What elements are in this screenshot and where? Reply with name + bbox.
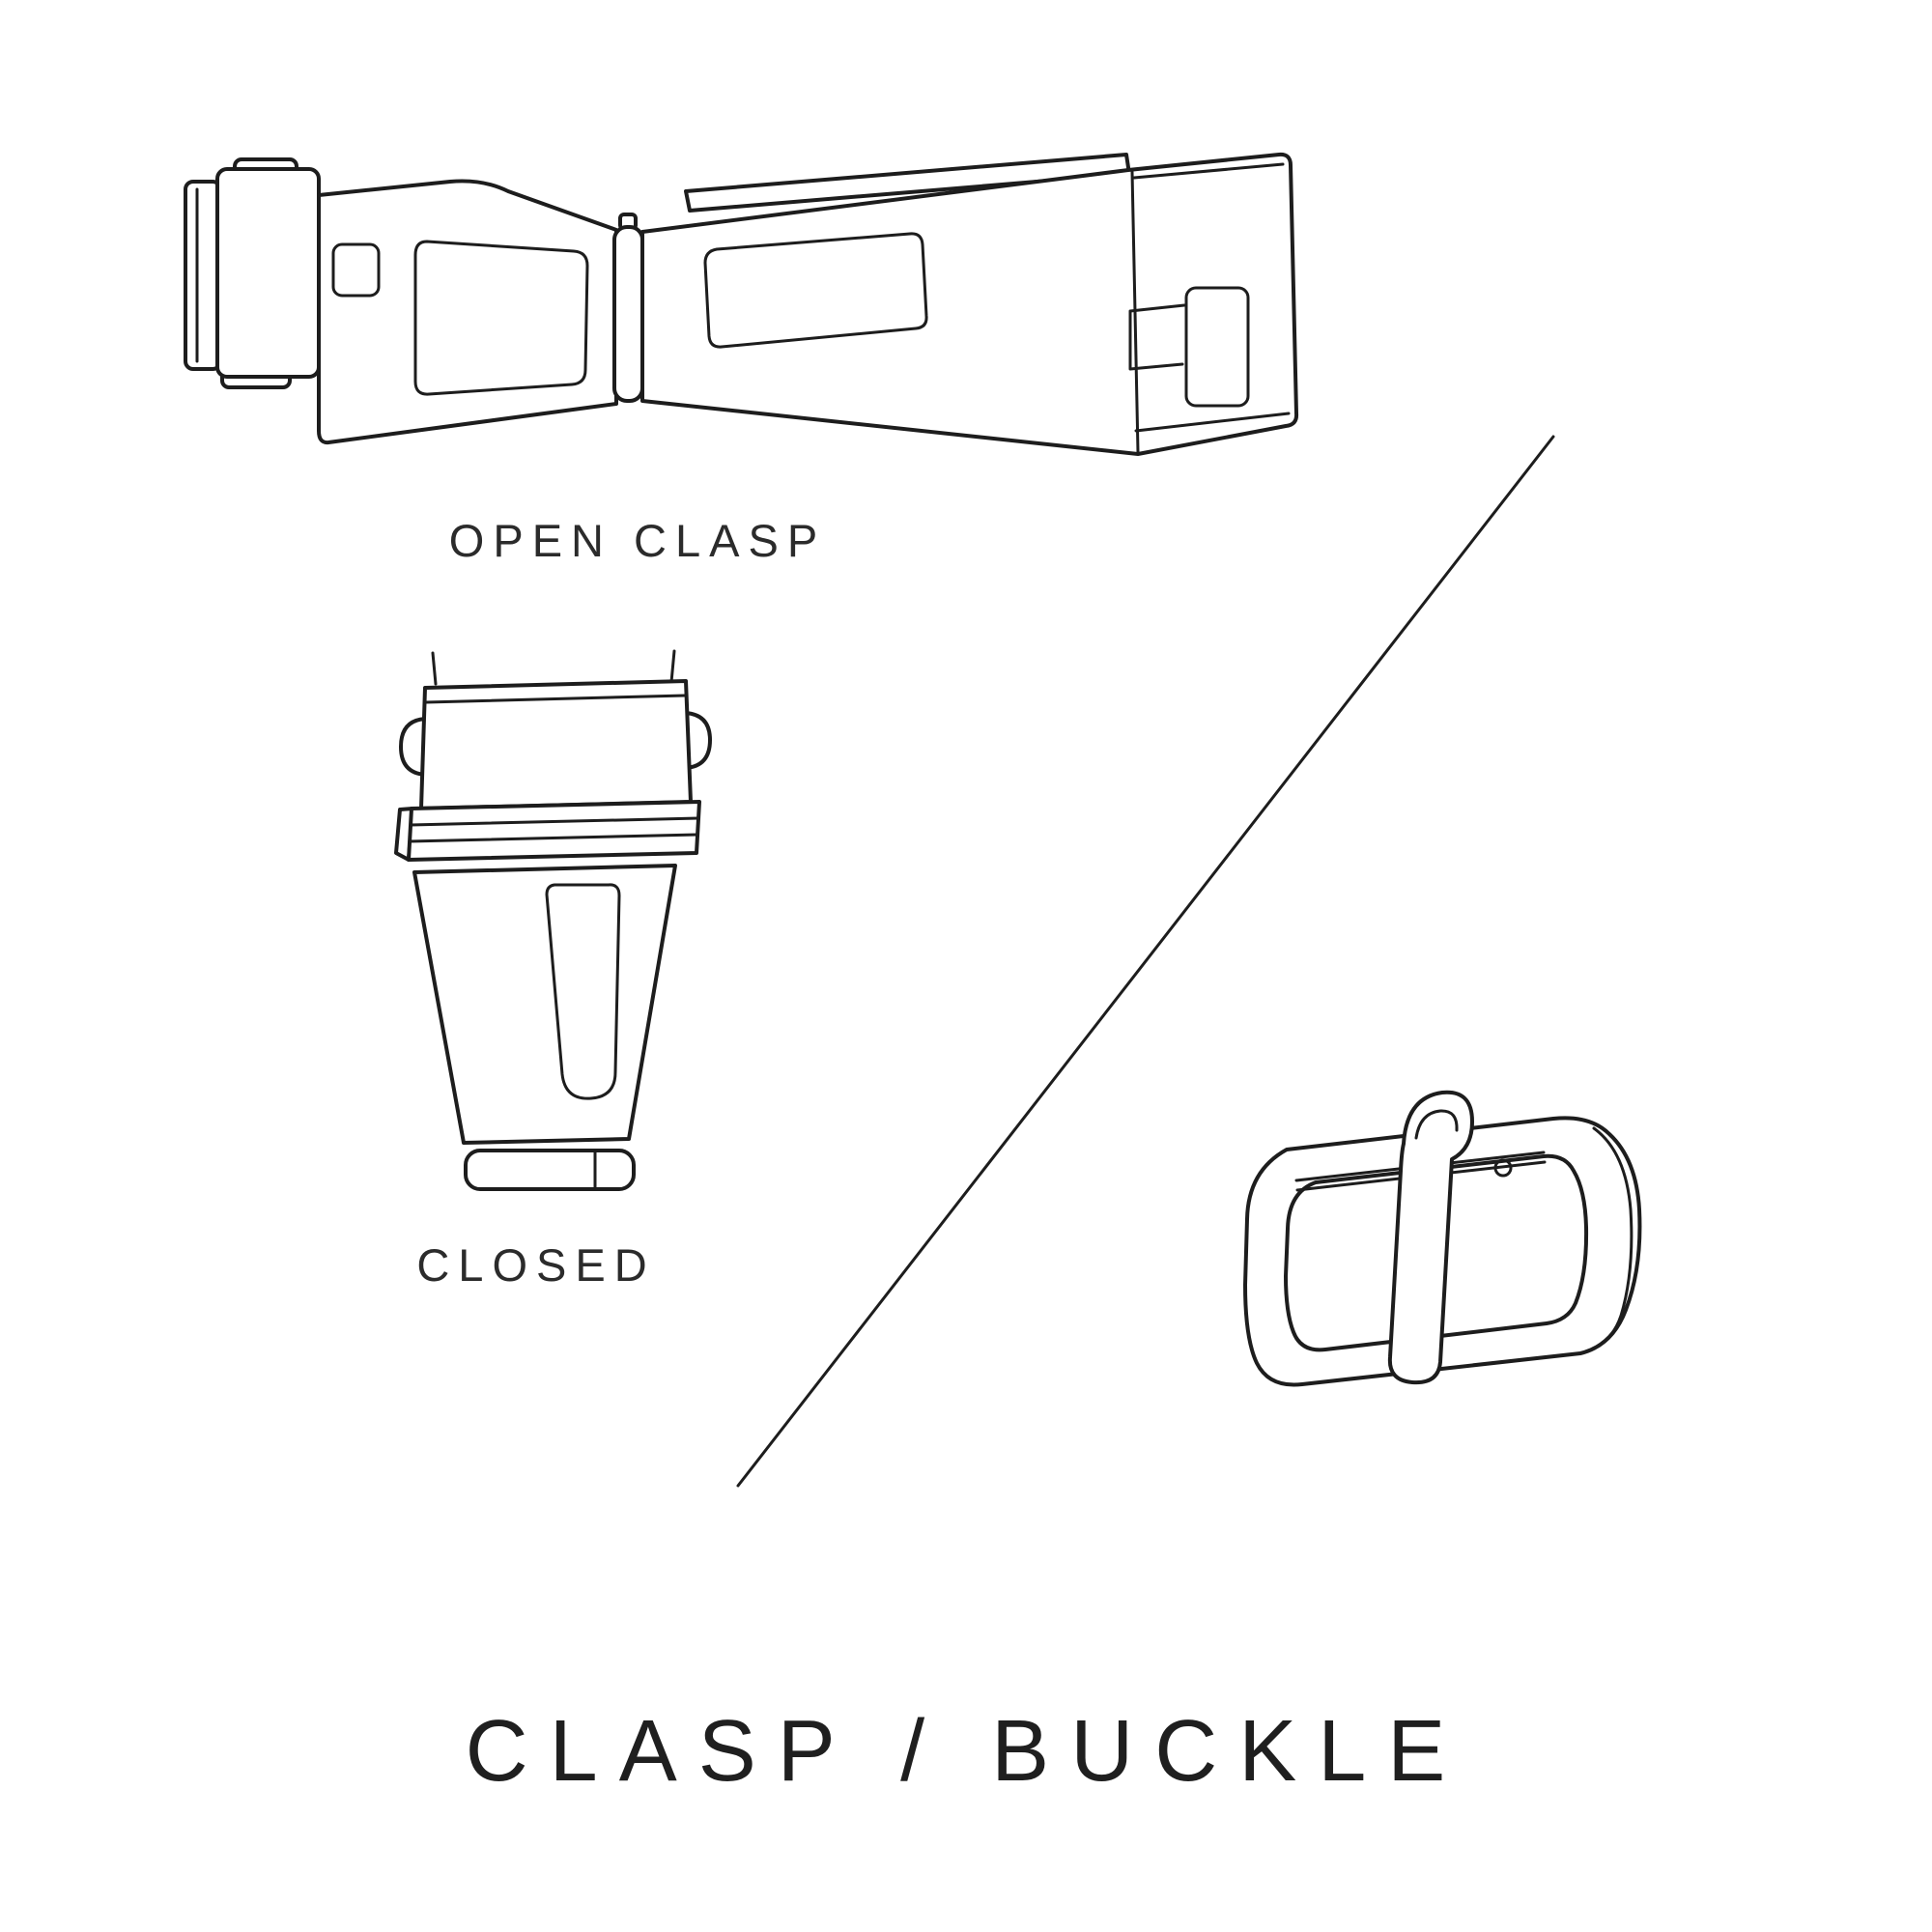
side-button-right — [684, 711, 712, 770]
tang-buckle-illustration — [1243, 1090, 1642, 1387]
hook-detail — [1128, 303, 1186, 371]
end-block-top-line — [1132, 162, 1285, 180]
bottom-link — [464, 1149, 636, 1191]
buckle-side-thickness — [1592, 1126, 1634, 1350]
right-arm-cutout — [703, 232, 928, 349]
buckle-tongue-loop — [1414, 1109, 1459, 1140]
closed-clasp-illustration — [394, 649, 712, 1191]
top-case-lid-line — [424, 694, 687, 704]
release-notch — [331, 242, 381, 298]
buckle-pin-coil — [1493, 1158, 1513, 1178]
left-arm-cutout — [413, 240, 589, 396]
diagram-title: CLASP / BUCKLE — [465, 1703, 1467, 1800]
open-clasp-label: OPEN CLASP — [448, 515, 827, 566]
diagonal-divider — [736, 435, 1555, 1488]
left-prong — [431, 651, 438, 686]
end-block-bottom-line — [1134, 412, 1291, 433]
band-line-1 — [409, 816, 700, 827]
end-block-window — [1184, 286, 1250, 408]
end-block-seam — [1130, 170, 1140, 454]
band-line-2 — [408, 833, 699, 843]
hinge-bar — [612, 225, 644, 403]
closed-clasp-label: CLOSED — [416, 1239, 656, 1291]
open-clasp-illustration — [184, 152, 1299, 456]
keeper-block — [215, 167, 321, 379]
divider-line — [736, 435, 1555, 1488]
clasp-body — [412, 864, 677, 1145]
buckle-tongue — [1387, 1090, 1474, 1385]
right-prong — [669, 649, 676, 684]
body-cutout — [545, 883, 621, 1100]
side-button-left — [399, 717, 427, 777]
left-arm — [317, 179, 618, 445]
end-link — [184, 180, 222, 371]
band-stack — [407, 800, 701, 862]
